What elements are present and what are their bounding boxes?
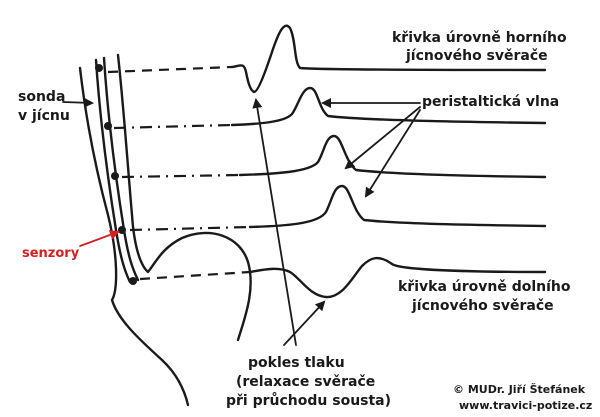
sensor-4 [118, 226, 126, 234]
pressure-drop-label-line3: při průchodu sousta) [226, 392, 391, 409]
curve-peristaltic-2 [238, 134, 547, 179]
pressure-curves [230, 24, 547, 299]
arrow-drop-lower [283, 300, 326, 346]
sensors-label: senzory [22, 246, 80, 261]
labels: sonda v jícnu senzory křivka úrovně horn… [18, 30, 592, 412]
curve-peristaltic-3 [248, 184, 547, 229]
website-text: www.travici-potize.cz [459, 399, 592, 412]
sensor-5 [129, 277, 137, 285]
copyright-text: © MUDr. Jiří Štefánek [453, 383, 586, 396]
connector-4 [129, 225, 251, 232]
probe-line-left [94, 58, 132, 284]
upper-sphincter-label-line2: jícnového svěrače [405, 48, 548, 64]
probe-label-line2: v jícnu [18, 108, 70, 124]
connector-5 [139, 270, 251, 281]
curve-upper-sphincter [230, 24, 547, 94]
sensor-1 [95, 64, 103, 72]
pressure-drop-label-line1: pokles tlaku [248, 355, 345, 371]
arrow-drop-upper [252, 98, 297, 346]
arrow-sensors [79, 230, 120, 247]
arrow-peristaltic-2 [344, 106, 421, 170]
arrow-probe [62, 97, 94, 108]
sensor-3 [111, 172, 119, 180]
arrows [62, 97, 421, 346]
lower-sphincter-label-line2: jícnového svěrače [411, 298, 554, 314]
esophagus-left-wall [78, 66, 190, 407]
arrow-peristaltic-3 [364, 109, 421, 198]
probe-tube [94, 56, 140, 284]
curve-peristaltic-1 [230, 86, 547, 127]
lower-sphincter-label-line1: křivka úrovně dolního [398, 279, 571, 295]
sensors [95, 64, 137, 285]
pressure-drop-label-line2: (relaxace svěrače [236, 374, 375, 390]
sensor-2 [104, 122, 112, 130]
curve-lower-sphincter [248, 256, 547, 299]
connector-2 [113, 123, 233, 130]
upper-sphincter-label-line1: křivka úrovně horního [392, 30, 567, 46]
connector-3 [121, 173, 241, 179]
peristaltic-wave-label: peristaltická vlna [422, 94, 559, 110]
connector-1 [107, 65, 233, 74]
probe-label-line1: sonda [18, 89, 65, 105]
probe-line-right [102, 56, 140, 282]
esophagus-right-wall [116, 53, 252, 342]
connectors [107, 65, 251, 281]
